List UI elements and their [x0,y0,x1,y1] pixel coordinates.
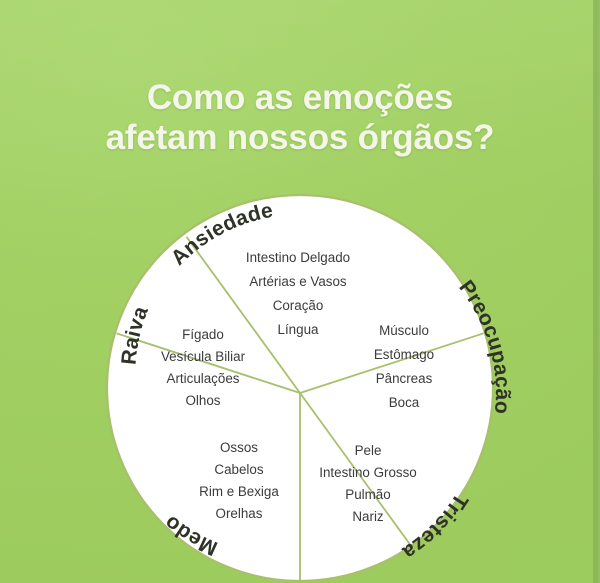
organ-item: Articulações [167,371,240,386]
organ-item: Estômago [374,347,434,362]
organ-item: Rim e Bexiga [199,484,279,499]
organ-item: Coração [273,298,324,313]
spoke-ansiedade-preocupacao [299,332,484,394]
organ-item: Pulmão [345,487,390,502]
organ-item: Intestino Grosso [319,465,417,480]
right-edge-strip [593,0,600,583]
organ-item: Boca [389,395,420,410]
organ-item: Fígado [182,327,224,342]
organ-item: Vesícula Biliar [161,349,246,364]
page-title-line-1: Como as emoções [146,78,454,117]
spoke-medo-raiva [116,332,301,394]
spoke-preocupacao-tristeza [299,392,415,550]
organ-item: Cabelos [214,462,263,477]
organ-item: Língua [278,322,320,337]
organ-item: Orelhas [216,506,263,521]
organ-item: Ossos [220,440,258,455]
organ-item: Nariz [352,509,384,524]
page-title: Como as emoções afetam nossos órgãos? [0,78,600,158]
wheel-spokes [116,236,484,583]
organ-item: Olhos [186,393,221,408]
spoke-raiva-ansiedade [185,236,301,394]
organ-item: Pâncreas [376,371,433,386]
organ-item: Artérias e Vasos [249,274,347,289]
page-title-line-2: afetam nossos órgãos? [105,117,495,157]
organ-item: Intestino Delgado [246,250,350,265]
organ-item: Músculo [379,323,429,338]
organ-item: Pele [355,443,382,458]
